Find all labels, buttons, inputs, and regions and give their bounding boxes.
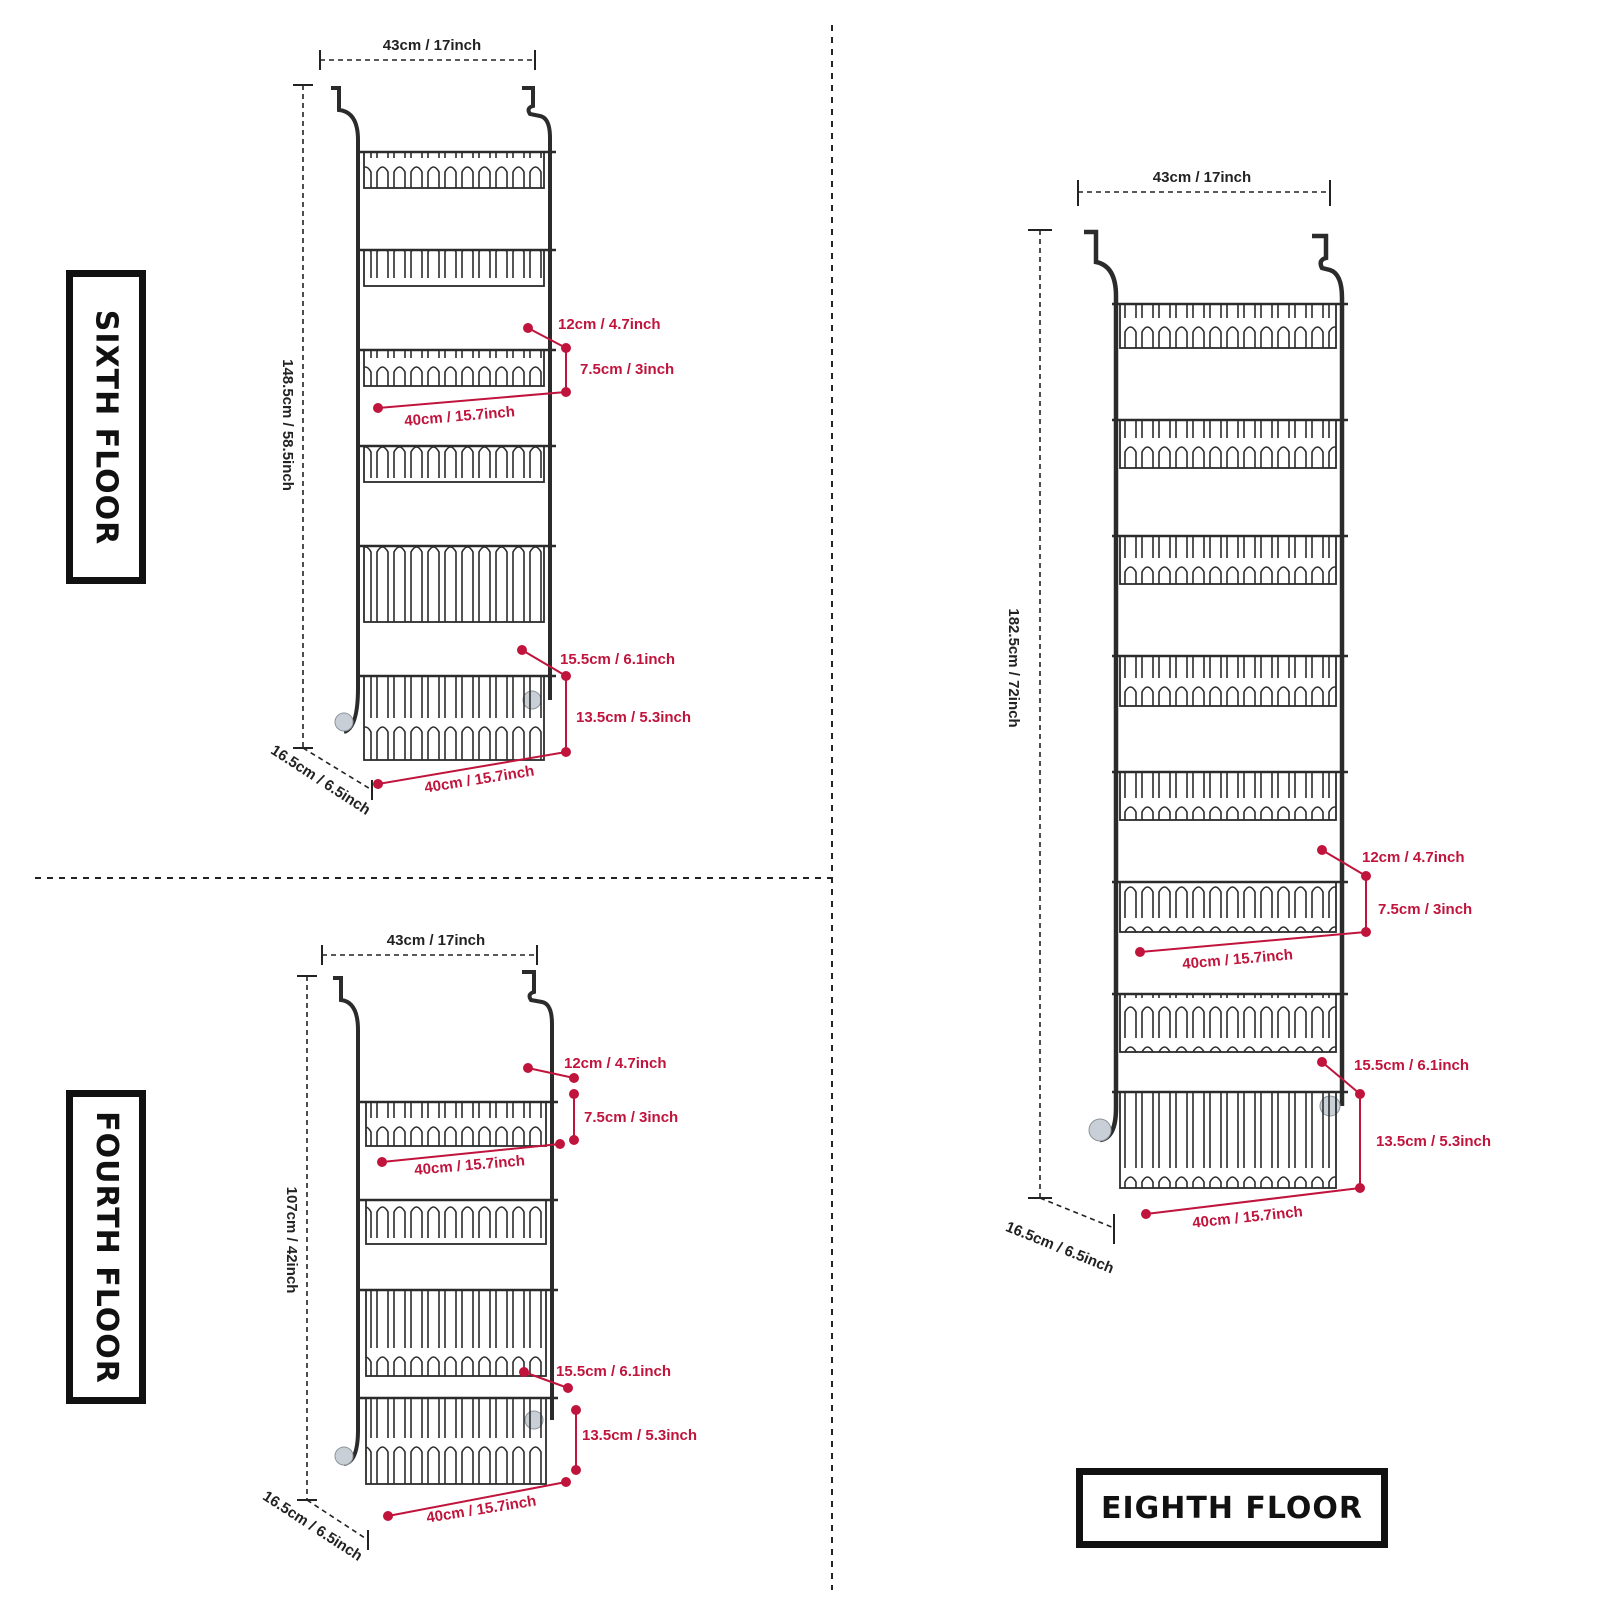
shelf-depth-label-eighth: 12cm / 4.7inch	[1362, 849, 1465, 866]
rack-eighth-floor: 43cm / 17inch 182.5cm / 72inch 16.5cm / …	[1003, 169, 1491, 1277]
shelf-dimensions-fourth	[377, 1063, 579, 1167]
basket-height-label-fourth: 13.5cm / 5.3inch	[582, 1427, 697, 1444]
shelf-height-label-eighth: 7.5cm / 3inch	[1378, 901, 1472, 918]
width-label-fourth: 43cm / 17inch	[387, 932, 485, 949]
shelf-sixth-1	[356, 150, 556, 189]
basket-dimensions-fourth	[383, 1367, 581, 1521]
basket-fourth-1	[358, 1288, 558, 1377]
height-label-fourth: 107cm / 42inch	[283, 1187, 300, 1294]
basket-fourth-2	[358, 1396, 558, 1485]
basket-width-label-eighth: 40cm / 15.7inch	[1191, 1203, 1303, 1231]
shelf-eighth-2	[1112, 418, 1348, 469]
depth-label-eighth: 16.5cm / 6.5inch	[1003, 1218, 1116, 1277]
rack-fourth-floor: 43cm / 17inch 107cm / 42inch 16.5cm / 6.…	[260, 932, 698, 1565]
basket-sixth-1	[356, 544, 556, 623]
shelf-eighth-1	[1112, 302, 1348, 349]
left-rail-sixth	[331, 86, 360, 734]
basket-sixth-2	[356, 674, 556, 761]
basket-depth-label-eighth: 15.5cm / 6.1inch	[1354, 1057, 1469, 1074]
title-eighth-floor: EIGHTH FLOOR	[1100, 1490, 1364, 1526]
roller-left-sixth	[334, 712, 354, 732]
shelf-eighth-6	[1112, 880, 1348, 933]
shelf-depth-label-fourth: 12cm / 4.7inch	[564, 1055, 667, 1072]
width-label-sixth: 43cm / 17inch	[383, 37, 481, 54]
shelf-width-label-eighth: 40cm / 15.7inch	[1182, 946, 1294, 973]
left-rail-eighth	[1084, 229, 1119, 1143]
height-label-sixth: 148.5cm / 58.5inch	[279, 359, 296, 491]
basket-height-label-sixth: 13.5cm / 5.3inch	[576, 709, 691, 726]
roller-left-eighth	[1088, 1118, 1112, 1142]
shelf-depth-label-sixth: 12cm / 4.7inch	[558, 316, 661, 333]
title-box-fourth: FOURTH FLOOR	[66, 1090, 146, 1404]
shelf-sixth-2	[356, 248, 556, 287]
shelf-eighth-7	[1112, 992, 1348, 1053]
width-label-eighth: 43cm / 17inch	[1153, 169, 1251, 186]
shelf-fourth-1	[358, 1100, 558, 1147]
title-box-sixth: SIXTH FLOOR	[66, 270, 146, 584]
shelf-width-label-sixth: 40cm / 15.7inch	[404, 403, 516, 430]
shelf-eighth-5	[1112, 770, 1348, 821]
title-sixth-floor: SIXTH FLOOR	[88, 309, 124, 545]
shelf-height-label-sixth: 7.5cm / 3inch	[580, 361, 674, 378]
depth-guide-eighth	[1039, 1197, 1115, 1229]
depth-guide-sixth	[302, 747, 373, 791]
basket-depth-label-sixth: 15.5cm / 6.1inch	[560, 651, 675, 668]
shelf-dimensions-eighth	[1135, 845, 1371, 957]
shelf-eighth-3	[1112, 534, 1348, 585]
right-rail-eighth	[1312, 233, 1345, 1106]
right-rail-fourth	[522, 970, 554, 1420]
shelf-eighth-4	[1112, 654, 1348, 707]
basket-dimensions-eighth	[1141, 1057, 1365, 1219]
title-fourth-floor: FOURTH FLOOR	[88, 1110, 124, 1384]
basket-depth-label-fourth: 15.5cm / 6.1inch	[556, 1363, 671, 1380]
basket-eighth-1	[1112, 1090, 1348, 1189]
shelf-height-label-fourth: 7.5cm / 3inch	[584, 1109, 678, 1126]
basket-height-label-eighth: 13.5cm / 5.3inch	[1376, 1133, 1491, 1150]
height-label-eighth: 182.5cm / 72inch	[1005, 608, 1022, 727]
shelf-fourth-2	[358, 1198, 558, 1245]
shelf-dimensions-sixth	[373, 323, 571, 413]
right-rail-sixth	[522, 86, 552, 700]
roller-left-fourth	[334, 1446, 354, 1466]
left-rail-fourth	[333, 976, 360, 1466]
depth-guide-fourth	[306, 1499, 369, 1541]
shelf-sixth-3	[356, 348, 556, 387]
rack-sixth-floor: 43cm / 17inch 148.5cm / 58.5inch 16.5cm …	[268, 37, 692, 819]
basket-dimensions-sixth	[373, 645, 571, 789]
title-box-eighth: EIGHTH FLOOR	[1076, 1468, 1388, 1548]
shelf-sixth-4	[356, 444, 556, 483]
